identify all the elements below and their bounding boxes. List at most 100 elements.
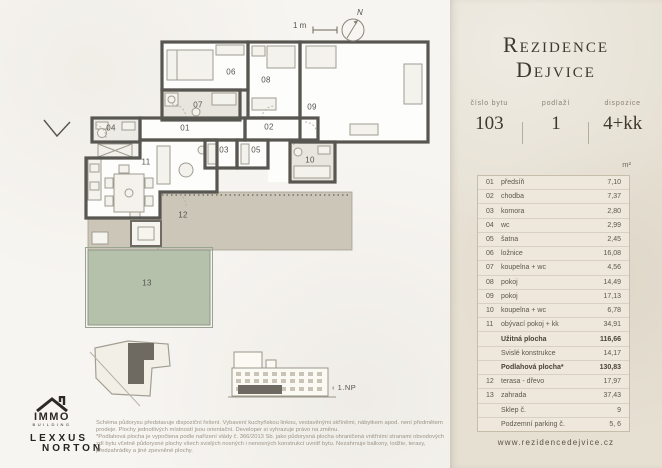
north-label: N — [357, 8, 363, 17]
furniture — [87, 44, 423, 219]
row-value: 14,49 — [603, 278, 621, 286]
row-name: Svislé konstrukce — [501, 349, 556, 357]
row-number: 13 — [486, 392, 494, 400]
disclaimer-paragraph-2: *Podlahová plocha je vypočtena podle nař… — [96, 434, 445, 454]
compass-icon — [341, 18, 365, 42]
row-number: 03 — [486, 207, 494, 215]
room-label-08: 08 — [261, 75, 271, 85]
row-name: zahrada — [501, 392, 527, 400]
row-value: 6,78 — [607, 307, 621, 315]
row-value: 7,37 — [607, 193, 621, 201]
layout-block: dispozice 4+kk — [589, 100, 656, 135]
row-number: 12 — [486, 378, 494, 386]
floor-block: podlaží 1 — [523, 100, 590, 144]
floorplan-panel: 01 02 03 04 05 06 07 08 09 10 11 12 13 1… — [0, 0, 450, 468]
table-row: 02 chodba 7,37 — [478, 189, 629, 203]
row-number: 11 — [486, 321, 494, 329]
unit-summary: číslo bytu 103 podlaží 1 dispozice 4+kk — [456, 100, 656, 144]
project-title: Rezidence Dejvice — [450, 32, 662, 82]
immo-logo-subtext: BUILDING — [32, 422, 72, 427]
table-row: Svislé konstrukce 14,17 — [478, 345, 629, 360]
immo-building-logo: IMMO BUILDING — [26, 396, 78, 428]
row-name: ložnice — [501, 250, 523, 258]
floor-indicator-label: ‹ 1.NP — [332, 383, 357, 392]
scale-label: 1 m — [293, 21, 307, 30]
table-row: 04 wc 2,99 — [478, 217, 629, 232]
elevation-diagram — [228, 351, 336, 398]
project-title-line2: Dejvice — [516, 57, 596, 82]
row-number: 07 — [486, 264, 494, 272]
table-row: 11 obývací pokoj + kk 34,91 — [478, 317, 629, 331]
unit-number-label: číslo bytu — [470, 100, 509, 107]
table-row: 01 předsíň 7,10 — [478, 176, 629, 189]
row-number: 10 — [486, 307, 494, 315]
row-value: 116,66 — [599, 335, 621, 343]
row-name: obývací pokoj + kk — [501, 321, 559, 329]
row-value: 2,99 — [607, 221, 621, 229]
row-value: 37,43 — [603, 392, 621, 400]
scale-bar — [312, 26, 338, 34]
room-label-09: 09 — [307, 102, 317, 112]
terrace-area — [87, 191, 353, 251]
room-label-13: 13 — [142, 278, 152, 288]
disclaimer-paragraph-1: Schéma půdorysu představuje dispoziční ř… — [96, 420, 443, 433]
row-value: 17,13 — [603, 292, 621, 300]
walls — [84, 40, 430, 220]
row-value: 4,56 — [607, 264, 621, 272]
lexxus-logo-line2: NORTON — [42, 443, 104, 454]
row-value: 16,08 — [603, 250, 621, 258]
row-name: předsíň — [501, 179, 525, 187]
room-label-06: 06 — [226, 67, 236, 77]
room-label-02: 02 — [264, 122, 274, 132]
row-name: wc — [501, 221, 510, 229]
row-name: Sklep č. — [501, 406, 526, 414]
room-label-12: 12 — [178, 210, 188, 220]
row-name: chodba — [501, 193, 524, 201]
key-plan — [89, 340, 171, 407]
area-unit-header: m² — [622, 160, 631, 169]
table-row: 06 ložnice 16,08 — [478, 246, 629, 260]
garden-area — [85, 247, 213, 328]
row-value: 14,17 — [603, 349, 621, 357]
unit-number-value: 103 — [475, 113, 504, 134]
room-label-07: 07 — [193, 100, 203, 110]
room-label-04: 04 — [106, 123, 116, 133]
room-label-01: 01 — [180, 123, 190, 133]
row-name: Podzemní parking č. — [501, 420, 565, 428]
row-name: šatna — [501, 235, 519, 243]
floorplan-drawing — [43, 18, 430, 407]
divider — [521, 122, 523, 144]
legal-disclaimer: Schéma půdorysu představuje dispoziční ř… — [96, 420, 448, 455]
row-number: 01 — [486, 179, 494, 187]
row-value: 34,91 — [603, 321, 621, 329]
table-row: Sklep č.9 — [478, 402, 629, 417]
table-row-total-floor: Podlahová plocha* 130,83 — [478, 359, 629, 374]
layout-value: 4+kk — [603, 113, 643, 134]
floor-value: 1 — [551, 113, 561, 134]
row-number: 06 — [486, 250, 494, 258]
entry-arrow — [43, 119, 71, 138]
table-row: Podzemní parking č. 5, 6 — [478, 416, 629, 431]
row-value: 5, 6 — [609, 420, 621, 428]
lexxus-logo-line1: LEXXUS — [30, 433, 89, 444]
row-value: 7,10 — [607, 179, 621, 187]
row-number: 02 — [486, 193, 494, 201]
row-number: 04 — [486, 221, 494, 229]
website-link[interactable]: www.rezidencedejvice.cz — [497, 438, 615, 447]
immo-logo-text: IMMO — [34, 411, 70, 423]
floor-label: podlaží — [541, 100, 571, 107]
room-label-03: 03 — [219, 145, 229, 155]
row-value: 130,83 — [599, 363, 621, 371]
row-name: Podlahová plocha* — [501, 363, 564, 371]
row-value: 17,97 — [603, 378, 621, 386]
row-value: 2,45 — [607, 235, 621, 243]
